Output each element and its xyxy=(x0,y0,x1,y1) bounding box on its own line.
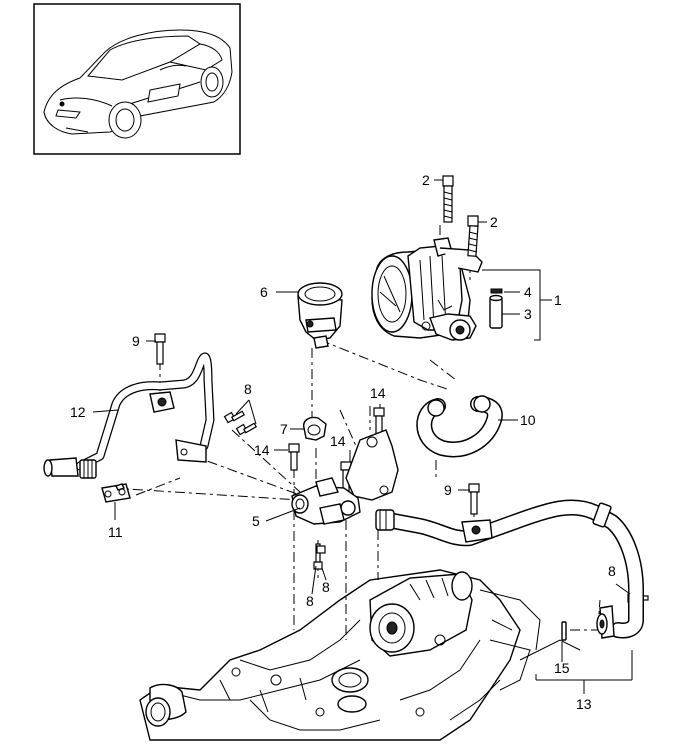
rubber-sleeve xyxy=(489,294,503,329)
hose-clamp xyxy=(303,416,327,441)
car-illustration xyxy=(43,29,233,139)
callout-14-middle: 14 xyxy=(330,433,346,449)
callout-14-bracket: 14 xyxy=(370,385,386,401)
combination-valve-bracket xyxy=(291,429,399,525)
callout-8-valve-b: 8 xyxy=(306,593,314,609)
callout-12: 12 xyxy=(70,404,86,420)
callout-3: 3 xyxy=(524,306,532,322)
callout-9-hose: 9 xyxy=(444,482,452,498)
bolt-flange-upper xyxy=(223,410,246,424)
secondary-air-pipe-left xyxy=(43,352,215,479)
bolt-pump-upper xyxy=(442,175,454,223)
check-valve xyxy=(297,282,343,349)
callout-2-lower: 2 xyxy=(490,214,498,230)
bolt-valve-left xyxy=(288,443,300,471)
callout-7: 7 xyxy=(280,421,288,437)
callout-1: 1 xyxy=(554,292,562,308)
callout-9-pipe: 9 xyxy=(132,333,140,349)
air-hose-pump-to-valve xyxy=(416,395,503,458)
bolt-flange-lower xyxy=(235,422,258,436)
locking-pin xyxy=(561,621,567,641)
bolt-valve-lower-b xyxy=(316,545,326,554)
engine-intake-manifold xyxy=(139,569,581,741)
callout-5: 5 xyxy=(252,513,260,529)
bolt-hose-bracket xyxy=(468,483,480,515)
callout-14-valve: 14 xyxy=(254,442,270,458)
vehicle-thumbnail xyxy=(33,3,241,155)
callout-8-flange: 8 xyxy=(244,381,252,397)
leader-lines xyxy=(92,179,633,694)
callout-6: 6 xyxy=(260,284,268,300)
secondary-air-pump xyxy=(371,237,483,341)
callout-11: 11 xyxy=(108,524,123,540)
callout-8-hose: 8 xyxy=(608,563,616,579)
callout-8-valve-a: 8 xyxy=(322,579,330,595)
callout-15: 15 xyxy=(554,660,570,676)
flange-gasket xyxy=(101,483,131,503)
retaining-clip xyxy=(490,288,503,294)
callout-2-upper: 2 xyxy=(422,172,430,188)
callout-4: 4 xyxy=(524,284,532,300)
air-hose-long xyxy=(375,499,644,639)
callout-13: 13 xyxy=(576,696,592,712)
bolt-pump-lower xyxy=(467,215,479,257)
callout-10: 10 xyxy=(520,412,536,428)
callout-labels: 1 2 2 3 4 5 6 7 8 8 8 8 9 9 10 11 12 13 … xyxy=(70,172,616,712)
bolt-pipe-bracket xyxy=(154,333,166,365)
